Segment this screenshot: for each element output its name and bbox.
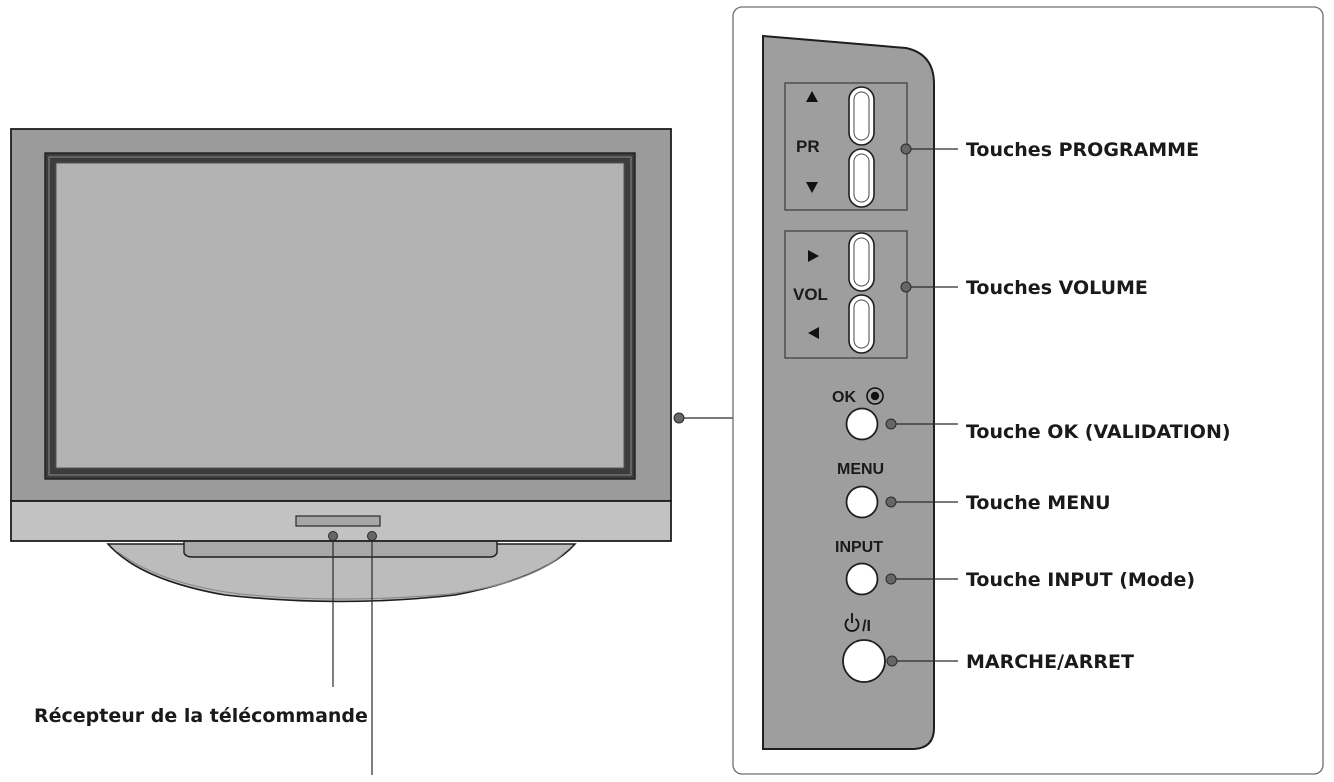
- volume-keys-label: Touches VOLUME: [966, 277, 1148, 299]
- vol-up-button[interactable]: [848, 232, 875, 292]
- power-key-label: MARCHE/ARRET: [966, 651, 1134, 673]
- programme-keys-label: Touches PROGRAMME: [966, 139, 1199, 161]
- ok-label: OK: [832, 389, 856, 406]
- side-panel-detail: PR VOL OK MENU INPUT: [732, 6, 1324, 775]
- pr-label: PR: [796, 137, 820, 156]
- control-strip: [762, 34, 935, 750]
- input-button[interactable]: [845, 562, 879, 596]
- input-label: INPUT: [835, 539, 883, 556]
- vol-group-box: [784, 230, 908, 359]
- speaker-bar: [10, 500, 672, 542]
- remote-receiver-label: Récepteur de la télécommande: [34, 705, 368, 727]
- side-panel-connector-dot: [673, 412, 685, 424]
- vol-label: VOL: [793, 285, 828, 304]
- menu-key-label: Touche MENU: [966, 492, 1111, 514]
- arrow-left-icon: [808, 327, 819, 339]
- arrow-down-icon: [806, 182, 818, 193]
- remote-receiver-dot: [328, 531, 338, 541]
- arrow-up-icon: [806, 91, 818, 102]
- tv-screen: [55, 162, 625, 469]
- power-symbol-icon: [844, 613, 860, 632]
- ok-indicator-icon: [866, 387, 884, 405]
- power-button[interactable]: [842, 639, 886, 683]
- vol-down-button[interactable]: [848, 294, 875, 354]
- menu-label: MENU: [837, 461, 884, 478]
- menu-button[interactable]: [845, 485, 879, 519]
- pr-up-button[interactable]: [848, 86, 875, 146]
- power-indicator-dot: [367, 531, 377, 541]
- ok-button[interactable]: [845, 407, 879, 441]
- input-key-label: Touche INPUT (Mode): [966, 569, 1195, 591]
- tv-front-view: Récepteur de la télécommande: [10, 128, 733, 775]
- arrow-right-icon: [808, 250, 819, 262]
- pr-down-button[interactable]: [848, 148, 875, 208]
- power-slash-label: /I: [862, 618, 871, 635]
- ir-window: [295, 515, 381, 527]
- ok-key-label: Touche OK (VALIDATION): [966, 421, 1231, 443]
- stand-neck: [183, 539, 498, 558]
